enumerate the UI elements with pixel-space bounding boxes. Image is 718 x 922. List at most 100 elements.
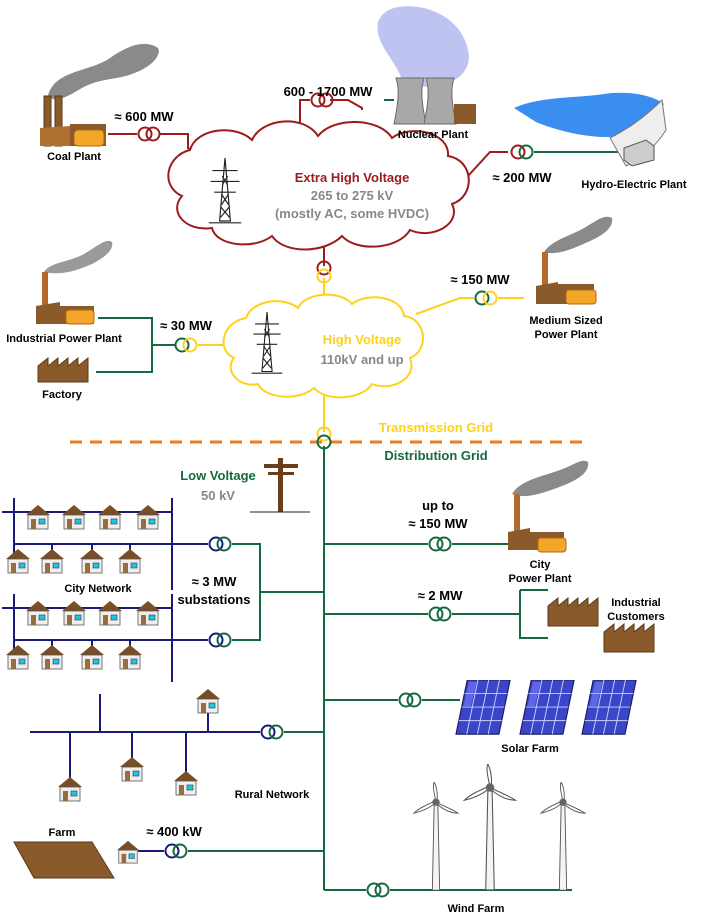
house-icon [26, 600, 50, 626]
smoke-plume-icon [544, 216, 613, 254]
house-icon [26, 504, 50, 530]
industrial-power-plant: Industrial Power Plant ≈ 30 MW [6, 240, 213, 345]
house-icon [80, 548, 104, 574]
transformer-icon [164, 843, 188, 859]
city-network-label: City Network [64, 583, 132, 595]
house-icon [98, 504, 122, 530]
rural-network: Rural Network [58, 688, 310, 802]
house-icon [62, 504, 86, 530]
city-plant-power-2: ≈ 150 MW [408, 516, 468, 531]
transformer-icon [208, 632, 232, 648]
house-icon [136, 600, 160, 626]
house-icon [116, 840, 140, 864]
factory-label: Factory [42, 389, 83, 401]
hydro-plant: Hydro-Electric Plant ≈ 200 MW [492, 92, 687, 191]
industrial-plant-power: ≈ 30 MW [160, 318, 213, 333]
transformer-icon [428, 536, 452, 552]
house-icon [40, 548, 64, 574]
extra-high-voltage-cloud: Extra High Voltage 265 to 275 kV (mostly… [167, 120, 470, 251]
house-icon [6, 548, 30, 574]
ehv-range: 265 to 275 kV [311, 188, 394, 203]
industrial-customers: Industrial Customers ≈ 2 MW [418, 588, 665, 653]
wind-turbine-icon [463, 764, 517, 891]
coal-plant: Coal Plant ≈ 600 MW [40, 43, 174, 163]
house-icon [40, 644, 64, 670]
transformer-icon [137, 126, 161, 142]
utility-pole-icon [250, 458, 310, 513]
smoke-plume-icon [377, 6, 469, 87]
ehv-title: Extra High Voltage [295, 170, 410, 185]
smoke-plume-icon [48, 43, 159, 100]
coal-plant-power: ≈ 600 MW [114, 109, 174, 124]
hv-range: 110kV and up [320, 352, 403, 367]
medium-plant-label-2: Power Plant [535, 329, 598, 341]
smoke-plume-icon [512, 460, 589, 497]
medium-plant-power: ≈ 150 MW [450, 272, 510, 287]
medium-plant-label-1: Medium Sized [529, 315, 602, 327]
wind-turbine-icon [540, 782, 586, 891]
house-icon [6, 644, 30, 670]
transformer-icon [174, 337, 198, 353]
house-icon [118, 548, 142, 574]
hydro-plant-label: Hydro-Electric Plant [581, 179, 686, 191]
city-substation-label: substations [178, 592, 251, 607]
high-voltage-cloud: High Voltage 110kV and up [222, 293, 424, 399]
transformer-icon [366, 882, 390, 898]
house-icon [174, 770, 198, 796]
factory: Factory [37, 356, 89, 401]
city-substation-power: ≈ 3 MW [192, 574, 237, 589]
industrial-customers-label-2: Customers [607, 611, 664, 623]
transformer-icon [398, 692, 422, 708]
city-power-plant: City Power Plant up to ≈ 150 MW [408, 460, 589, 585]
city-network: City Network ≈ 3 MW substations [6, 504, 251, 670]
solar-farm-label: Solar Farm [501, 743, 559, 755]
solar-panel-icon [519, 680, 575, 735]
transformer-icon [474, 290, 498, 306]
industrial-plant-label: Industrial Power Plant [6, 333, 122, 345]
distribution-grid-label: Distribution Grid [384, 448, 487, 463]
transformer-icon [428, 606, 452, 622]
transformer-icon [208, 536, 232, 552]
city-plant-label-2: Power Plant [509, 573, 572, 585]
transformer-icon [260, 724, 284, 740]
nuclear-plant-label: Nuclear Plant [398, 129, 469, 141]
medium-power-plant: Medium Sized Power Plant ≈ 150 MW [450, 216, 613, 341]
wind-farm: Wind Farm [413, 764, 586, 915]
low-voltage-title: Low Voltage [180, 468, 256, 483]
solar-panel-icon [581, 680, 637, 735]
transformer-icon [510, 144, 534, 160]
solar-panel-icon [455, 680, 511, 735]
house-icon [62, 600, 86, 626]
low-voltage-range: 50 kV [201, 488, 235, 503]
industrial-customers-label-1: Industrial [611, 597, 661, 609]
hv-title: High Voltage [323, 332, 401, 347]
farm-power: ≈ 400 kW [146, 824, 202, 839]
transformer-icon [316, 426, 332, 450]
wind-turbine-icon [413, 782, 459, 891]
ehv-note: (mostly AC, some HVDC) [275, 206, 429, 221]
transmission-grid-label: Transmission Grid [379, 420, 493, 435]
house-icon [136, 504, 160, 530]
house-icon [120, 756, 144, 782]
coal-plant-label: Coal Plant [47, 151, 101, 163]
hydro-plant-power: ≈ 200 MW [492, 170, 552, 185]
city-plant-power-1: up to [422, 498, 454, 513]
smoke-plume-icon [44, 240, 113, 274]
rural-network-label: Rural Network [235, 789, 310, 801]
nuclear-plant-power: 600 - 1700 MW [284, 84, 374, 99]
low-voltage-pole: Low Voltage 50 kV [180, 458, 310, 513]
solar-farm: Solar Farm [455, 680, 637, 755]
transformer-icon [316, 260, 332, 284]
transformers [137, 92, 534, 898]
house-icon [98, 600, 122, 626]
farm: Farm ≈ 400 kW [13, 824, 202, 879]
house-icon [196, 688, 220, 714]
farm-label: Farm [49, 827, 76, 839]
house-icon [80, 644, 104, 670]
wind-farm-label: Wind Farm [448, 903, 505, 915]
industrial-customers-power: ≈ 2 MW [418, 588, 463, 603]
house-icon [58, 776, 82, 802]
nuclear-plant: Nuclear Plant 600 - 1700 MW [284, 6, 476, 141]
distribution-lines [188, 446, 572, 891]
